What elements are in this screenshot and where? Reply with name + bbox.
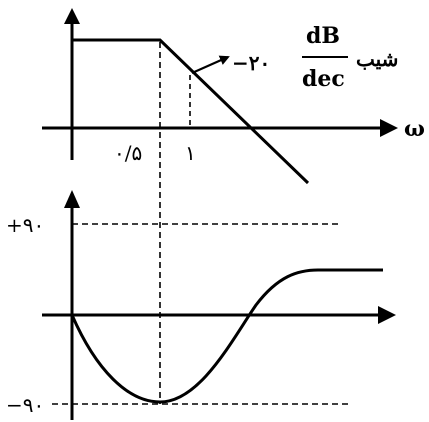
slope-unit-numerator: dB bbox=[306, 23, 340, 49]
slope-word: شیب bbox=[356, 47, 398, 71]
phase-upper-level-label: +۹۰ bbox=[6, 213, 44, 237]
magnitude-x-axis-arrow bbox=[380, 119, 398, 137]
omega-axis-label: ω bbox=[404, 116, 425, 142]
slope-coefficient: −۲۰ bbox=[232, 51, 270, 75]
phase-lower-level-label: −۹۰ bbox=[6, 393, 44, 417]
magnitude-y-axis-arrow bbox=[64, 8, 80, 24]
slope-annotation-arrow bbox=[191, 55, 230, 75]
phase-curve bbox=[70, 268, 383, 404]
slope-unit-denominator: dec bbox=[302, 66, 345, 92]
unit-frequency-label: ۱ bbox=[185, 141, 196, 165]
phase-x-axis-arrow bbox=[378, 306, 396, 324]
corner-frequency-label: ۰/۵ bbox=[114, 141, 142, 165]
magnitude-curve bbox=[72, 38, 310, 185]
phase-y-axis-arrow bbox=[64, 190, 80, 208]
